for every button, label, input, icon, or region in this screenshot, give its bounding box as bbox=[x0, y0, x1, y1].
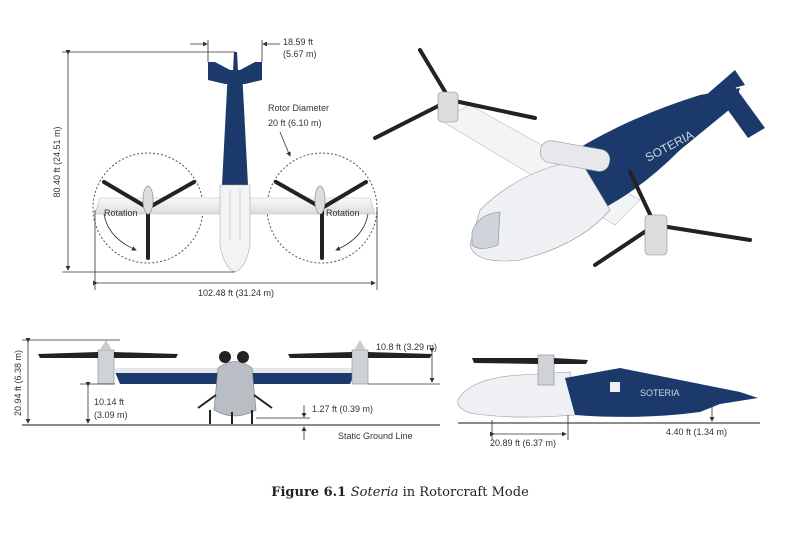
side-view: SOTERIA 20.89 ft (6.37 m) 4.40 ft (1.34 … bbox=[457, 354, 760, 448]
fuselage-navy bbox=[222, 70, 248, 185]
perspective-view: SOTERIA bbox=[373, 48, 765, 267]
static-ground-line-label: Static Ground Line bbox=[338, 431, 413, 441]
side-brand: SOTERIA bbox=[640, 388, 680, 398]
tail-width-metric: (5.67 m) bbox=[283, 49, 317, 59]
right-rotor bbox=[274, 180, 368, 260]
caption-name: Soteria bbox=[351, 485, 399, 500]
tail-width-dimension: 18.59 ft bbox=[283, 37, 314, 47]
rotation-left-label: Rotation bbox=[104, 208, 138, 218]
rotation-right-label: Rotation bbox=[326, 208, 360, 218]
side-fuselage-white bbox=[457, 371, 576, 418]
wing-height-dimension: 10.14 ft bbox=[94, 397, 125, 407]
top-view: Rotation Rotation 80.40 ft (24.51 m) 102… bbox=[52, 37, 378, 298]
ground-clearance-dimension: 1.27 ft (0.39 m) bbox=[312, 404, 373, 414]
caption-suffix: in Rotorcraft Mode bbox=[399, 485, 530, 500]
front-fuselage bbox=[213, 361, 257, 417]
front-view: 20.94 ft (6.38 m) 10.14 ft (3.09 m) 10.8… bbox=[13, 338, 440, 441]
length-dimension: 80.40 ft (24.51 m) bbox=[52, 126, 62, 197]
tail-clearance-dimension: 4.40 ft (1.34 m) bbox=[666, 427, 727, 437]
rotor-diameter-value: 20 ft (6.10 m) bbox=[268, 118, 322, 128]
wing-height-metric: (3.09 m) bbox=[94, 410, 128, 420]
fuselage-white bbox=[219, 184, 251, 273]
gear-distance-dimension: 20.89 ft (6.37 m) bbox=[490, 438, 556, 448]
side-fuselage-navy bbox=[565, 368, 758, 417]
rotor-diameter-label: Rotor Diameter bbox=[268, 103, 329, 113]
span-dimension: 102.48 ft (31.24 m) bbox=[198, 288, 274, 298]
figure-caption: Figure 6.1 Soteria in Rotorcraft Mode bbox=[271, 485, 529, 500]
nacelle-height-dimension: 10.8 ft (3.29 m) bbox=[376, 342, 437, 352]
caption-prefix: Figure 6.1 bbox=[271, 485, 351, 500]
overall-height-dimension: 20.94 ft (6.38 m) bbox=[13, 350, 23, 416]
perspective-fuselage-navy bbox=[560, 88, 740, 210]
perspective-fuselage-white bbox=[469, 159, 611, 262]
left-rotor bbox=[102, 180, 196, 260]
